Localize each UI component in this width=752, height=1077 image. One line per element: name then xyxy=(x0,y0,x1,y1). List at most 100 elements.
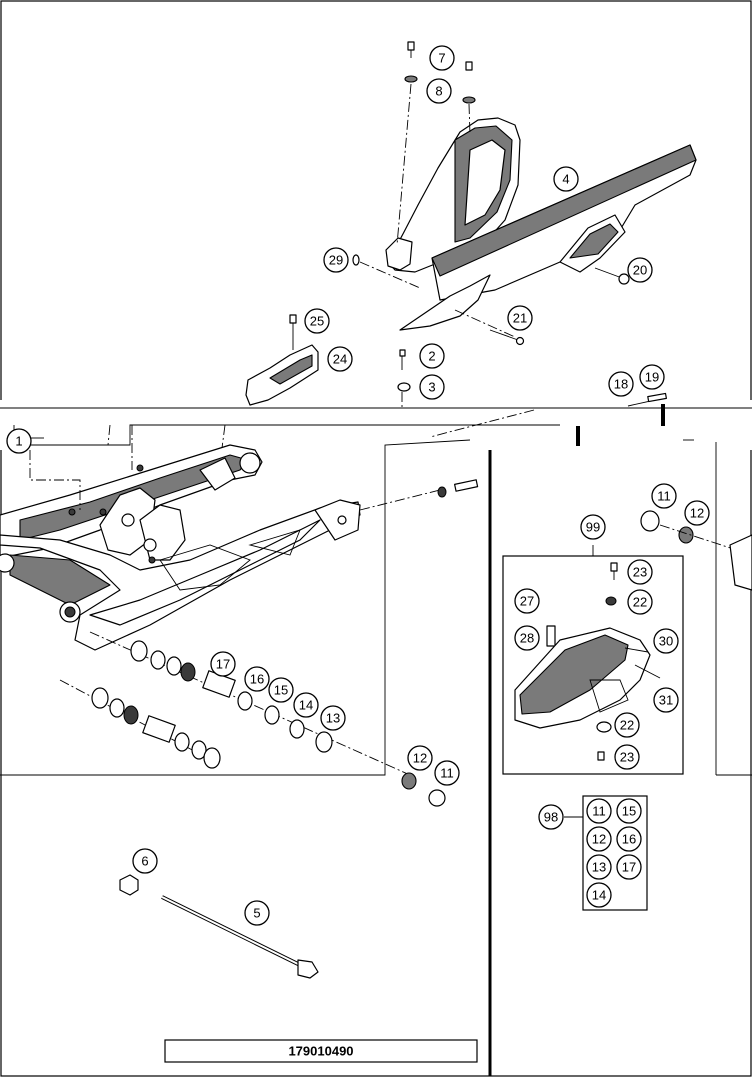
callout-circle xyxy=(132,848,158,874)
callout-label: 23 xyxy=(633,565,647,580)
callout-circle xyxy=(429,45,455,71)
swingarm xyxy=(0,444,361,651)
callout-circle xyxy=(323,247,349,273)
callout-label: 5 xyxy=(253,906,260,921)
chain-guide-kit xyxy=(514,562,661,761)
callout-label: 17 xyxy=(622,860,636,875)
callout-label: 6 xyxy=(141,854,148,869)
callout-circle xyxy=(580,514,606,540)
right-side-spacers xyxy=(640,510,752,591)
callout-label: 30 xyxy=(659,634,673,649)
callout-circle xyxy=(6,428,32,454)
callout-circle xyxy=(684,500,710,526)
callout-circle xyxy=(434,760,460,786)
callout-circle xyxy=(639,364,665,390)
callout-circle xyxy=(614,744,640,770)
callout-circle xyxy=(653,628,679,654)
callout-label: 22 xyxy=(633,595,647,610)
callout-circle xyxy=(419,343,445,369)
callout-c19: 19 xyxy=(639,364,665,390)
callout-c11a: 11 xyxy=(651,483,677,509)
callout-circle xyxy=(304,308,330,334)
callout-c12a: 12 xyxy=(684,500,710,526)
callout-circle xyxy=(651,483,677,509)
callout-circle xyxy=(293,692,319,718)
callout-c16: 16 xyxy=(244,666,270,692)
callout-k17: 17 xyxy=(616,854,642,880)
callout-c31: 31 xyxy=(653,687,679,713)
callout-c8: 8 xyxy=(426,78,452,104)
callout-c21: 21 xyxy=(507,305,533,331)
callout-c27: 27 xyxy=(514,588,540,614)
callout-c18: 18 xyxy=(608,371,634,397)
callout-circle xyxy=(614,712,640,738)
callout-circle xyxy=(538,804,564,830)
callout-label: 1 xyxy=(15,434,22,449)
callout-c25: 25 xyxy=(304,308,330,334)
callout-label: 13 xyxy=(592,860,606,875)
callout-circle xyxy=(627,257,653,283)
callout-circle xyxy=(586,854,612,880)
callout-c1: 1 xyxy=(6,428,32,454)
callout-label: 8 xyxy=(435,84,442,99)
callout-label: 27 xyxy=(520,594,534,609)
bearing-stack-lower xyxy=(59,679,221,769)
bolt-8 xyxy=(462,61,476,136)
callout-label: 16 xyxy=(250,672,264,687)
callout-c3: 3 xyxy=(419,374,445,400)
callout-label: 11 xyxy=(592,804,606,819)
callout-label: 14 xyxy=(299,698,313,713)
callout-c30: 30 xyxy=(653,628,679,654)
callout-label: 24 xyxy=(333,352,347,367)
callout-label: 19 xyxy=(645,370,659,385)
callout-c99: 99 xyxy=(580,514,606,540)
callout-label: 25 xyxy=(310,314,324,329)
axle-hardware xyxy=(359,409,535,511)
callout-c23b: 23 xyxy=(614,744,640,770)
callout-label: 12 xyxy=(413,751,427,766)
callout-circle xyxy=(586,882,612,908)
callout-c5: 5 xyxy=(244,900,270,926)
callout-c11b: 11 xyxy=(434,760,460,786)
callout-circle xyxy=(627,589,653,615)
callout-k11: 11 xyxy=(586,798,612,824)
bolt-21 xyxy=(454,309,525,346)
callout-c14: 14 xyxy=(293,692,319,718)
callout-c98: 98 xyxy=(538,804,564,830)
screw-20 xyxy=(594,267,630,285)
callout-label: 29 xyxy=(329,253,343,268)
callout-c28: 28 xyxy=(514,625,540,651)
callout-circle xyxy=(514,588,540,614)
callout-label: 13 xyxy=(326,711,340,726)
callout-circle xyxy=(553,166,579,192)
chain-slider-24 xyxy=(245,314,319,406)
callout-label: 2 xyxy=(428,349,435,364)
callout-c12b: 12 xyxy=(407,745,433,771)
callout-label: 31 xyxy=(659,693,673,708)
callout-circle xyxy=(327,346,353,372)
callout-label: 21 xyxy=(513,311,527,326)
callout-circle xyxy=(419,374,445,400)
callout-c17: 17 xyxy=(210,651,236,677)
callout-label: 15 xyxy=(622,804,636,819)
pivot-axle-5 xyxy=(161,895,319,979)
callout-k15: 15 xyxy=(616,798,642,824)
callout-circle xyxy=(268,677,294,703)
swingarm-inset-frame xyxy=(0,439,471,776)
pivot-nut-6 xyxy=(119,874,139,896)
callout-c15: 15 xyxy=(268,677,294,703)
callout-circle xyxy=(507,305,533,331)
callout-k16: 16 xyxy=(616,826,642,852)
callout-label: 99 xyxy=(586,520,600,535)
callout-circle xyxy=(210,651,236,677)
callout-label: 23 xyxy=(620,750,634,765)
callout-c24: 24 xyxy=(327,346,353,372)
callout-label: 98 xyxy=(544,810,558,825)
callout-label: 28 xyxy=(520,631,534,646)
callout-circle xyxy=(653,687,679,713)
callout-k14: 14 xyxy=(586,882,612,908)
chain-guard xyxy=(385,117,697,331)
callout-k13: 13 xyxy=(586,854,612,880)
